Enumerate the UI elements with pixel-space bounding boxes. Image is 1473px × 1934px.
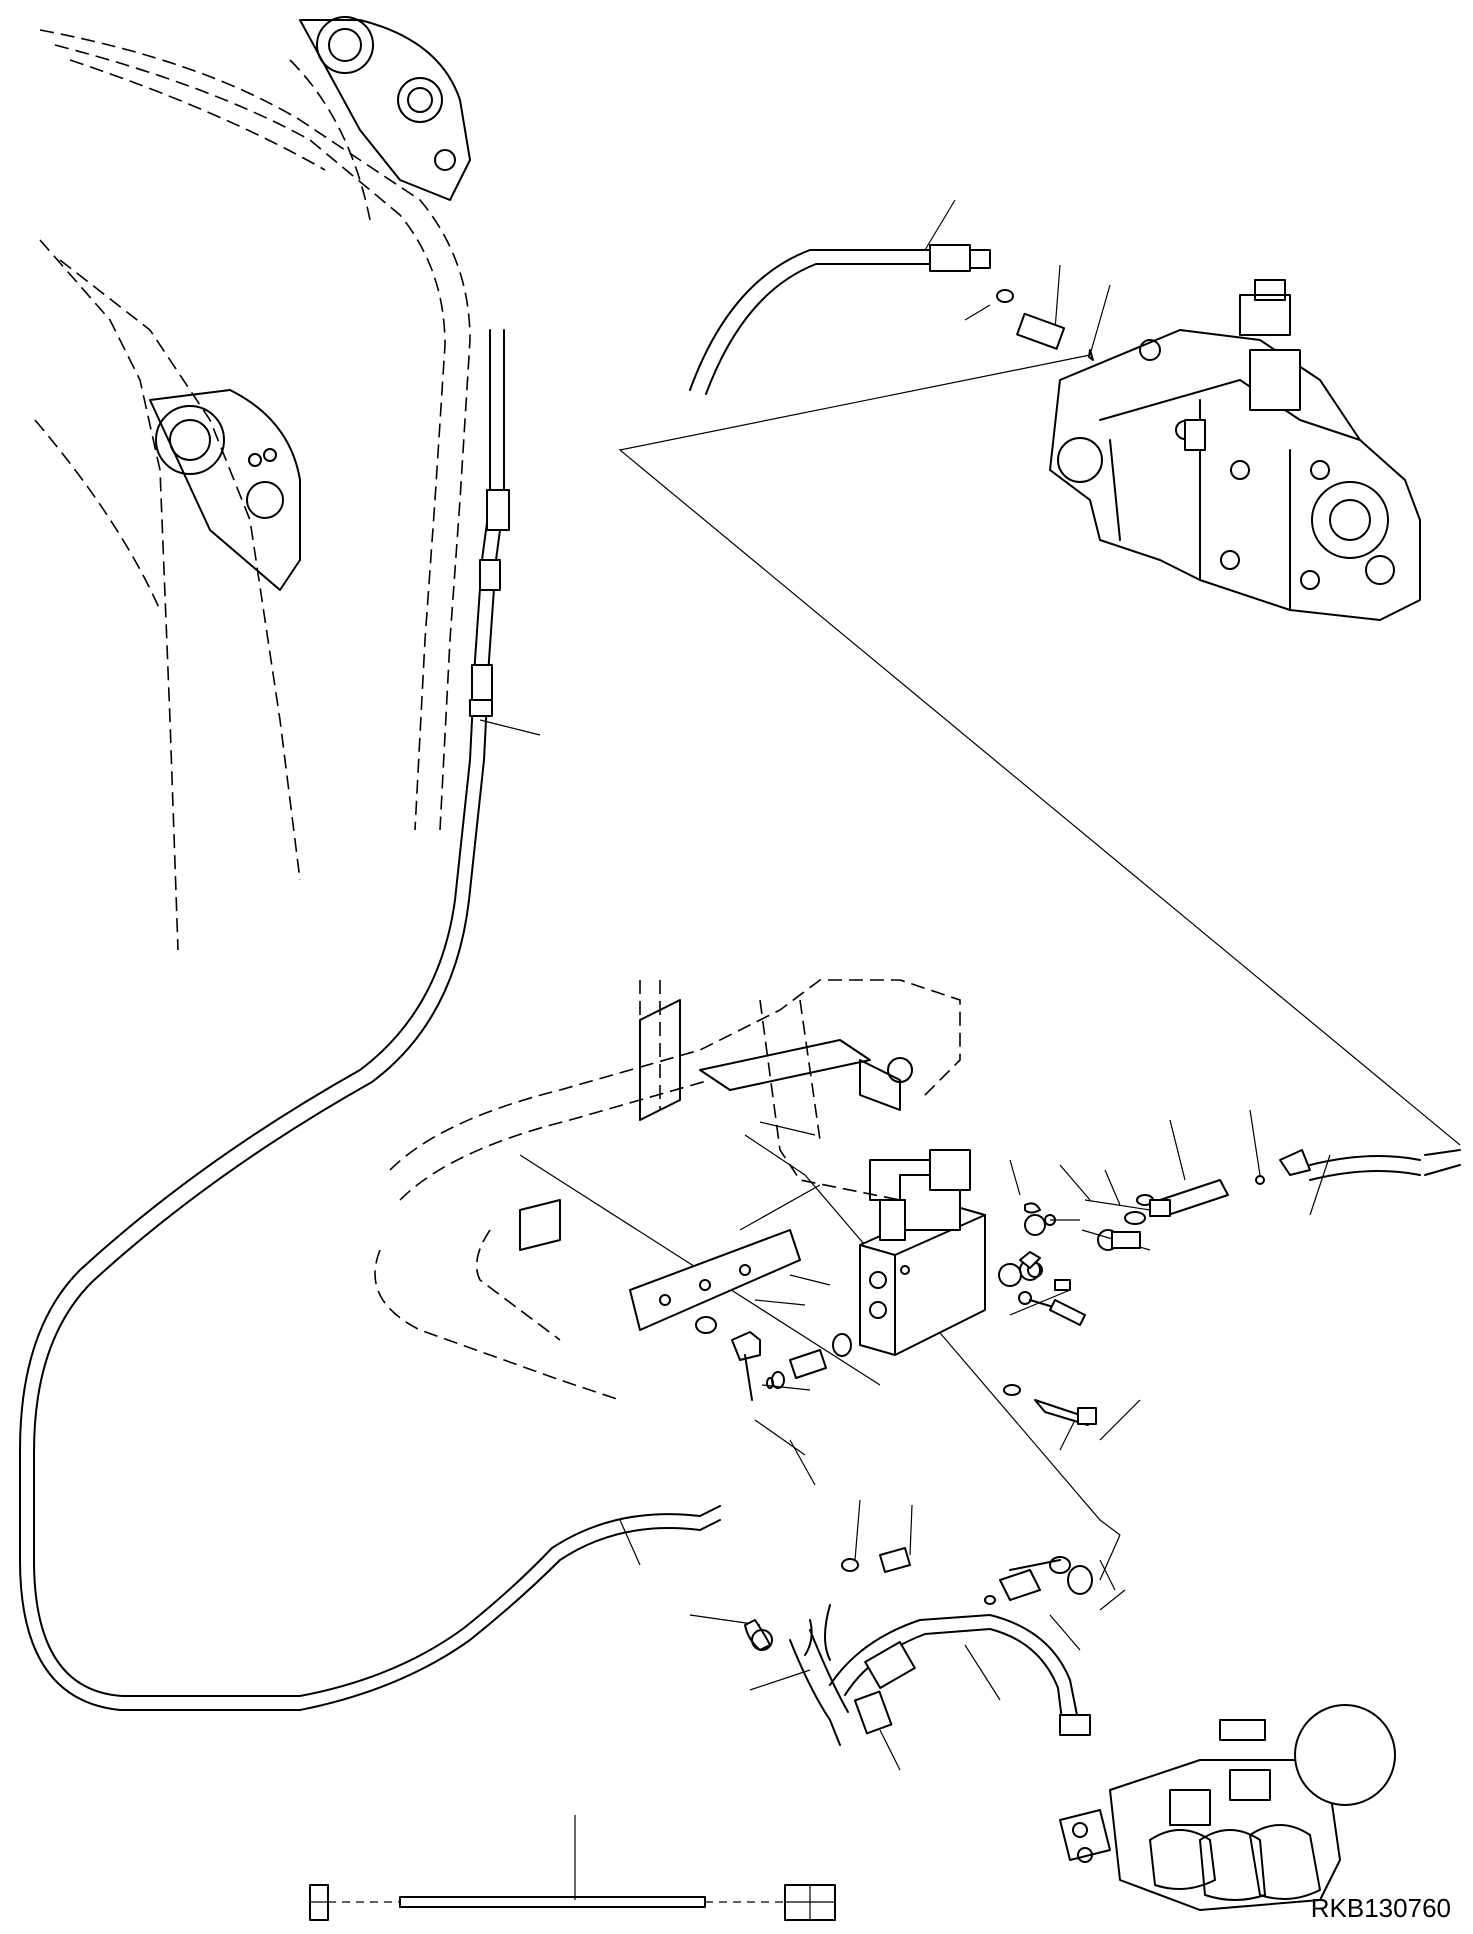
lower-hose-assembly bbox=[789, 1614, 1091, 1746]
relief-valve-fittings bbox=[998, 1149, 1461, 1287]
solenoid-valve-block bbox=[859, 1149, 986, 1356]
clip-and-bolt bbox=[744, 1547, 1061, 1661]
upper-hose bbox=[689, 244, 991, 395]
fittings-upper bbox=[996, 289, 1094, 361]
boom-hose-fittings bbox=[469, 489, 510, 717]
wire-harness-symbol bbox=[309, 1815, 836, 1921]
hydraulic-pump bbox=[1049, 279, 1421, 621]
machine-base-frame bbox=[374, 979, 961, 1401]
accumulator-valve-unit bbox=[1059, 1704, 1396, 1911]
drawing-reference-code: RKB130760 bbox=[1310, 1893, 1451, 1923]
fittings-lower-right bbox=[984, 1556, 1093, 1605]
valve-outlet-fittings bbox=[766, 1333, 852, 1389]
pivot-pin-lower bbox=[155, 405, 284, 519]
boom-frame-outline bbox=[34, 19, 471, 951]
mounting-plate bbox=[629, 1229, 801, 1331]
long-hydraulic-hose bbox=[19, 329, 721, 1711]
plate-bolt-and-washer bbox=[695, 1316, 761, 1401]
long-bolt bbox=[1003, 1384, 1097, 1426]
pivot-pin-upper bbox=[316, 16, 456, 171]
